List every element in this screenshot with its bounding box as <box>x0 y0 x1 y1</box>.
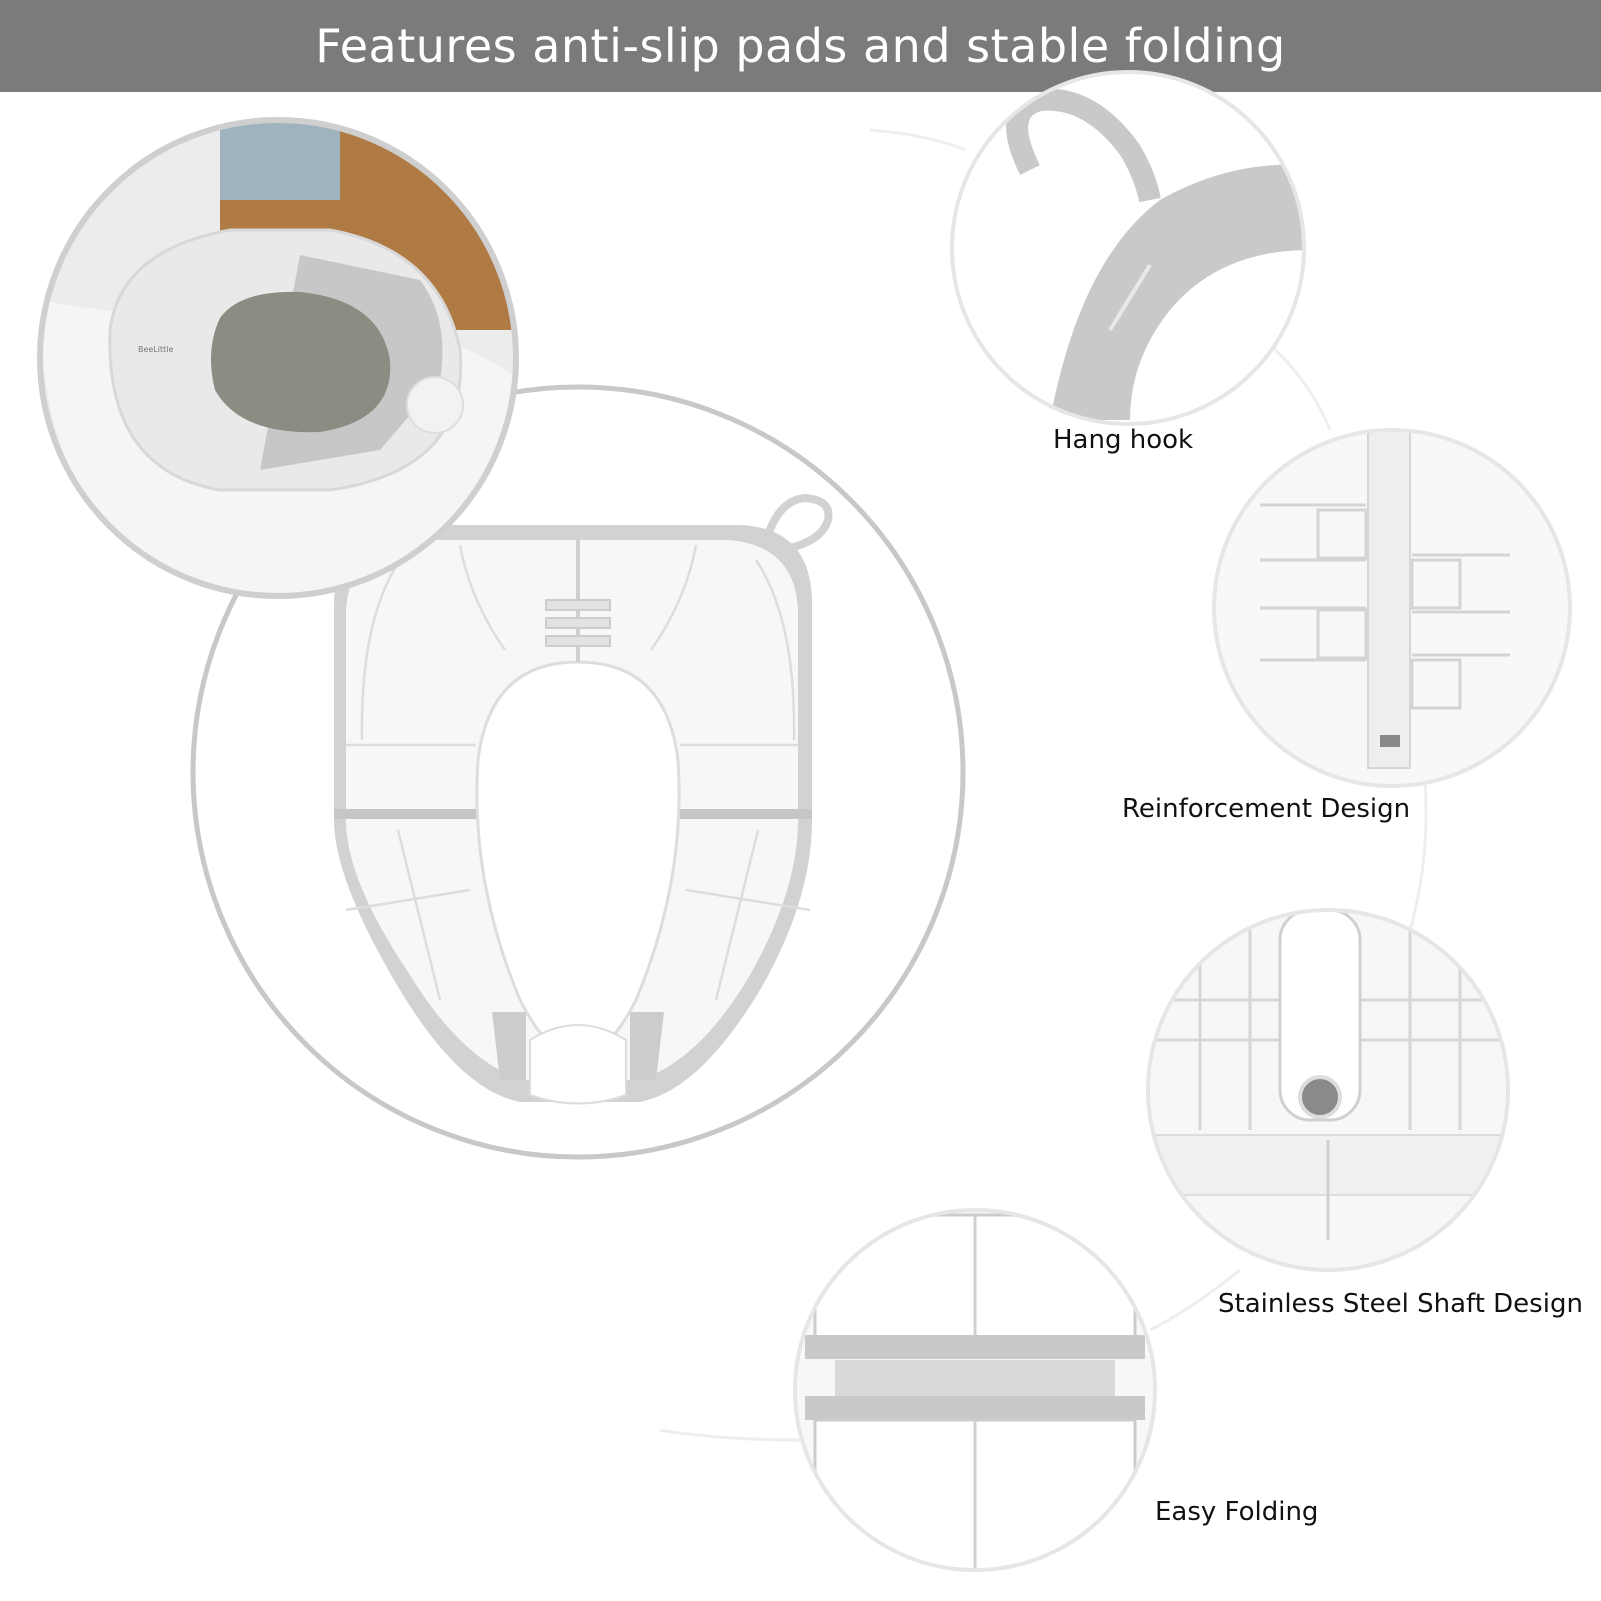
banner-title: Features anti-slip pads and stable foldi… <box>315 19 1286 73</box>
brand-mark: BeeLittle <box>138 345 174 354</box>
steel-shaft-detail-circle <box>1146 908 1510 1272</box>
in-use-photo-circle: BeeLittle <box>37 117 519 599</box>
foldable-potty-seat <box>334 493 833 1105</box>
title-banner: Features anti-slip pads and stable foldi… <box>0 0 1601 92</box>
hang-hook-detail-circle <box>950 70 1306 426</box>
feature-label-reinforcement: Reinforcement Design <box>1122 794 1411 824</box>
easy-folding-detail-circle <box>793 1208 1157 1572</box>
reinforcement-detail-circle <box>1212 428 1572 788</box>
feature-label-hang-hook: Hang hook <box>1053 425 1194 455</box>
feature-label-easy-folding: Easy Folding <box>1155 1497 1319 1527</box>
main-product-circle <box>190 384 966 1160</box>
connector-lines <box>659 128 1428 1442</box>
feature-label-steel-shaft: Stainless Steel Shaft Design <box>1218 1289 1583 1319</box>
